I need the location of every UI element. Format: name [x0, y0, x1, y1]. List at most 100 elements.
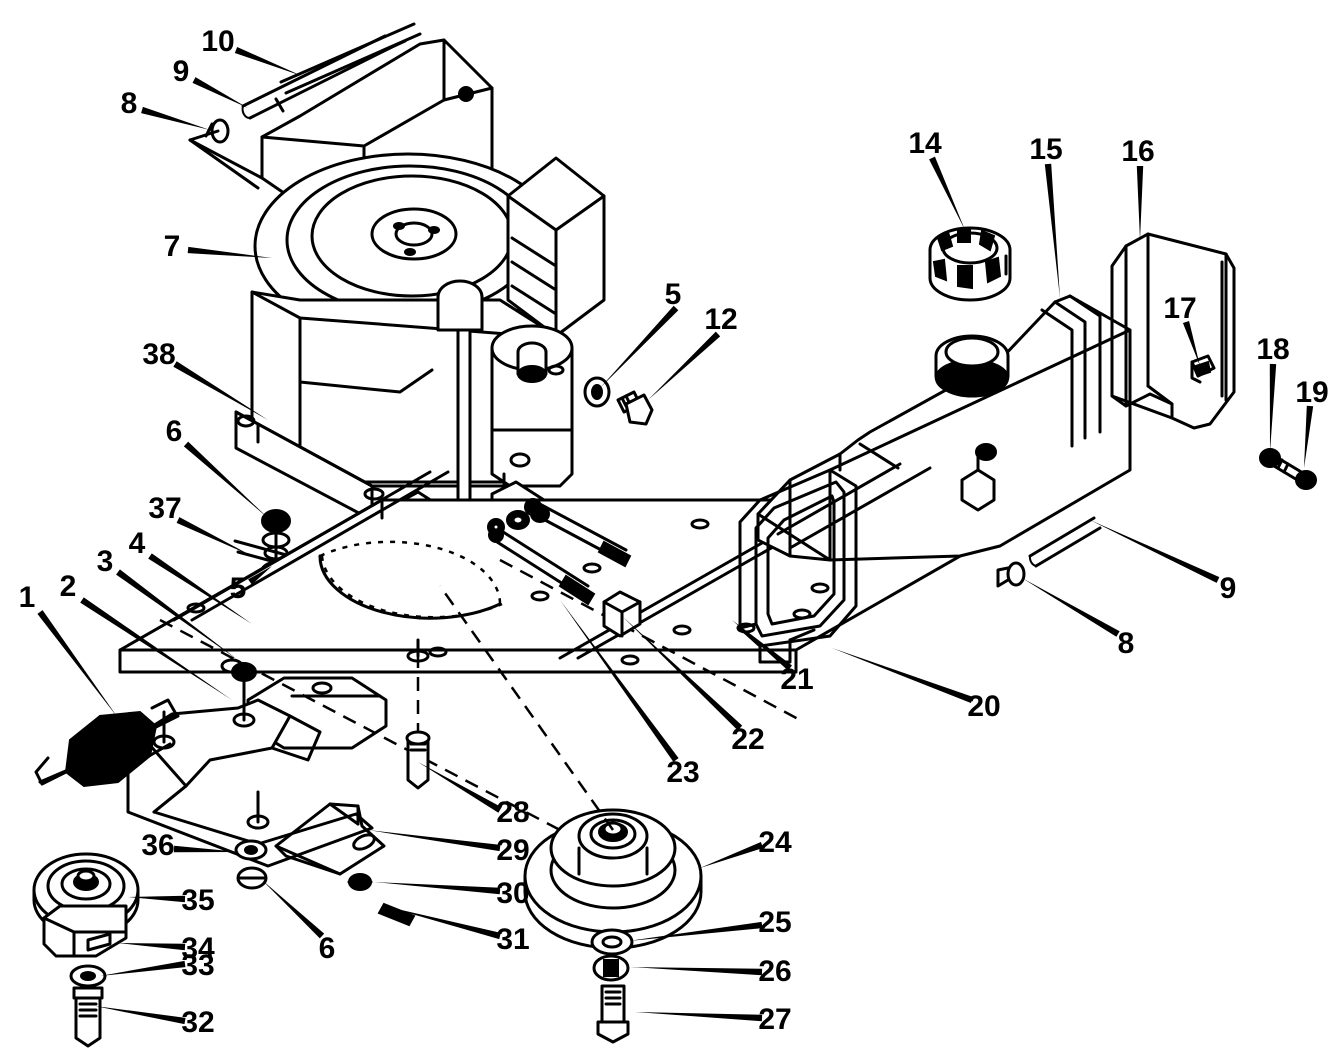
callout-label-31: 31 [496, 923, 530, 956]
leader-line-1 [37, 610, 118, 718]
leader-line-10 [234, 47, 302, 76]
drive-flat-washer [590, 928, 634, 956]
callout-label-3: 3 [96, 545, 114, 578]
leader-line-5 [248, 566, 272, 585]
leader-line-33 [100, 960, 186, 976]
leader-line-15 [1044, 163, 1060, 298]
callout-label-25: 25 [758, 906, 792, 939]
callout-label-21: 21 [780, 663, 814, 696]
tank-clip-part [1190, 354, 1216, 384]
callout-label-20: 20 [967, 690, 1001, 723]
callout-label-29: 29 [496, 834, 530, 867]
callout-label-26: 26 [758, 955, 792, 988]
callout-label-28: 28 [496, 796, 530, 829]
leader-line-2 [80, 597, 232, 700]
center-line-pulley [438, 585, 615, 831]
leader-line-28 [418, 762, 502, 813]
leader-line-9 [192, 77, 248, 108]
callout-label-32: 32 [181, 1006, 215, 1039]
leader-line-35 [128, 895, 186, 903]
leader-line-4 [148, 553, 252, 624]
callout-label-34: 34 [181, 932, 215, 965]
callout-label-2: 2 [59, 570, 77, 603]
fuel-tank-part [756, 294, 1132, 620]
leader-line-19 [1304, 405, 1314, 468]
callout-label-7: 7 [163, 230, 181, 263]
tank-retainer-bracket-part [1110, 232, 1236, 430]
leader-line-38 [173, 361, 268, 420]
leader-line-22 [622, 616, 743, 731]
callout-label-5b: 5 [664, 278, 682, 311]
fuel-line-part [279, 22, 422, 95]
callout-label-24: 24 [758, 826, 792, 859]
callout-label-12: 12 [704, 303, 738, 336]
callout-label-38: 38 [142, 338, 176, 371]
callout-label-37: 37 [148, 492, 182, 525]
leader-line-16 [1136, 166, 1144, 240]
leader-line-8 [141, 106, 210, 130]
leader-line-23 [560, 600, 679, 762]
callout-label-23: 23 [666, 756, 700, 789]
retainer-hex-bolt [1272, 456, 1317, 490]
callout-label-15: 15 [1029, 133, 1063, 166]
callout-label-1: 1 [18, 581, 36, 614]
callout-label-30: 30 [496, 877, 530, 910]
leader-line-32 [95, 1006, 186, 1025]
leader-line-9b [1090, 520, 1220, 583]
callout-label-9b: 9 [1219, 572, 1237, 605]
leader-line-30 [374, 882, 501, 895]
leader-line-37 [176, 517, 252, 556]
belt-keeper-part [274, 802, 386, 876]
carriage-bolt-28 [405, 638, 431, 790]
callout-label-18: 18 [1256, 333, 1290, 366]
callout-label-4: 4 [128, 527, 146, 560]
callout-label-8: 8 [120, 87, 138, 120]
leader-line-24 [700, 841, 764, 868]
leader-line-31 [384, 906, 501, 940]
leader-line-21 [732, 620, 793, 671]
callout-label-27: 27 [758, 1003, 792, 1036]
callout-label-14: 14 [908, 127, 942, 160]
leader-line-18 [1269, 363, 1277, 452]
drive-hex-bolt [596, 984, 630, 1044]
callout-label-6b: 6 [318, 932, 336, 965]
tank-mounting-strap-part [738, 468, 858, 664]
callout-label-9: 9 [172, 55, 190, 88]
engine-part [188, 38, 606, 522]
leader-line-34 [118, 943, 186, 951]
fuel-line-right [1028, 516, 1102, 568]
callout-label-22: 22 [731, 723, 765, 756]
callout-label-10: 10 [201, 25, 235, 58]
leader-line-36 [173, 845, 240, 853]
fuel-cap-part [928, 226, 1012, 302]
callout-label-17: 17 [1163, 292, 1197, 325]
leader-line-8b [1022, 578, 1120, 637]
leader-line-26 [630, 967, 763, 976]
idler-pulley-bracket-part [42, 904, 128, 958]
idler-arm-hardware [234, 839, 416, 927]
leader-line-17 [1182, 321, 1200, 366]
leader-line-20 [832, 648, 974, 703]
leader-lines [37, 47, 1314, 1025]
leader-line-5b [600, 305, 679, 388]
drive-lock-washer [592, 954, 630, 982]
small-washers-group [487, 505, 550, 536]
callout-label-35: 35 [181, 884, 215, 917]
leader-line-3 [116, 569, 238, 660]
callout-label-5: 5 [229, 572, 247, 605]
callout-label-8b: 8 [1117, 627, 1135, 660]
leader-line-6b [262, 880, 325, 939]
leader-line-6 [183, 441, 268, 518]
idler-hex-bolt [72, 986, 104, 1048]
fuel-line-clamp-right [996, 561, 1026, 588]
center-line-deck [159, 618, 561, 832]
leader-line-29 [368, 830, 501, 852]
leader-line-12 [648, 331, 721, 400]
callout-label-33: 33 [181, 949, 215, 982]
callout-label-19: 19 [1295, 376, 1329, 409]
leader-line-27 [635, 1012, 763, 1022]
callout-label-6: 6 [165, 415, 183, 448]
leader-line-14 [929, 156, 965, 230]
